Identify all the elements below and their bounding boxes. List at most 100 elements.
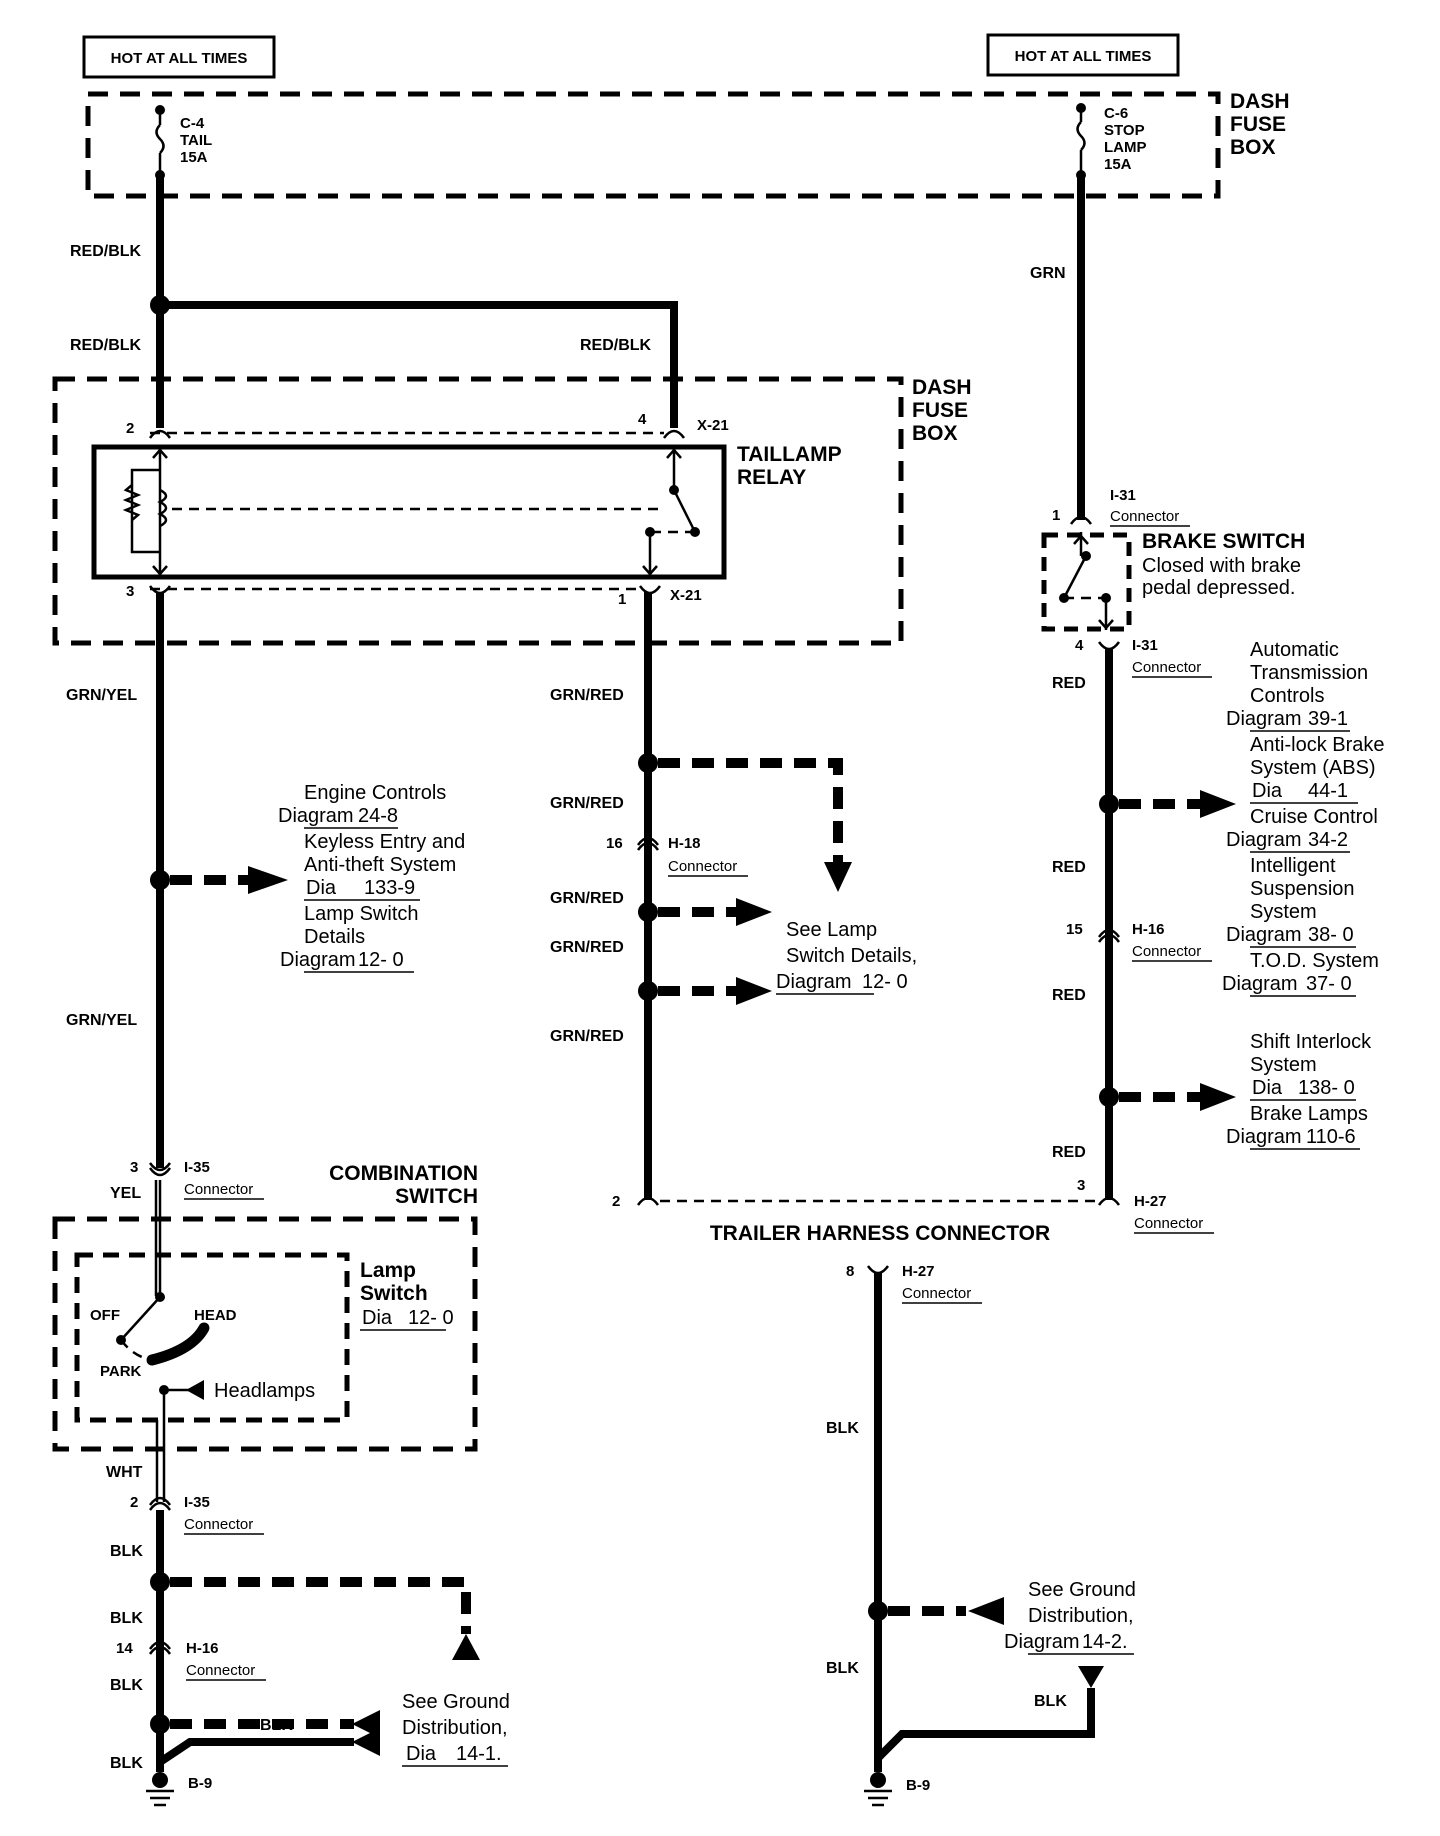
- svg-text:Diagram: Diagram: [280, 949, 356, 971]
- h16-connector-right: [1097, 928, 1121, 943]
- trailer-pin3-connector: [1097, 1196, 1121, 1206]
- svg-text:H-18: H-18: [668, 835, 701, 852]
- svg-text:FUSE: FUSE: [1230, 113, 1286, 136]
- splice-blk-right: [868, 1601, 888, 1621]
- h16-pin14-label: 14: [116, 1640, 133, 1657]
- svg-text:Suspension: Suspension: [1250, 878, 1355, 900]
- svg-text:H-16: H-16: [1132, 921, 1165, 938]
- lamp-switch-park-label: PARK: [100, 1363, 142, 1380]
- wire-label-grn-yel-2: GRN/YEL: [66, 1012, 137, 1029]
- svg-text:133-9: 133-9: [364, 877, 415, 899]
- svg-text:Dia: Dia: [406, 1743, 437, 1765]
- trailer-pin2-connector: [636, 1196, 660, 1206]
- ground-b9-right: B-9: [864, 1772, 930, 1807]
- i35-pin3-connector: [148, 1162, 172, 1177]
- wire-label-grn-red-3: GRN/RED: [550, 890, 624, 907]
- svg-text:Diagram: Diagram: [1226, 1126, 1302, 1148]
- x21-bottom-label: X-21: [670, 587, 702, 604]
- pin-2-connector: [148, 429, 172, 439]
- arrow-ground-left-down: [170, 1577, 471, 1634]
- x21-top-label: X-21: [697, 417, 729, 434]
- dash-fuse-box-relay-label: DASH FUSE BOX: [912, 376, 972, 445]
- svg-text:Connector: Connector: [1134, 1215, 1203, 1232]
- svg-text:12- 0: 12- 0: [408, 1307, 454, 1329]
- fuse-c4: C-4 TAIL 15A: [155, 105, 212, 180]
- ground-right-arrow-head: [1078, 1666, 1104, 1688]
- wire-label-red-4: RED: [1052, 1144, 1086, 1161]
- h27-connector-label-b: H-27 Connector: [902, 1263, 982, 1304]
- svg-text:Diagram: Diagram: [1226, 924, 1302, 946]
- lamp-switch-label: Lamp Switch Dia 12- 0: [360, 1259, 454, 1331]
- svg-text:Lamp Switch: Lamp Switch: [304, 903, 419, 925]
- svg-text:Closed with brake: Closed with brake: [1142, 555, 1301, 577]
- wire-red-blk-left: [150, 175, 678, 428]
- svg-text:12- 0: 12- 0: [862, 971, 908, 993]
- svg-text:Connector: Connector: [1132, 659, 1201, 676]
- svg-text:14-1.: 14-1.: [456, 1743, 502, 1765]
- arrow-grn-red-2-head: [736, 898, 772, 926]
- svg-text:C-4: C-4: [180, 115, 205, 132]
- svg-text:Keyless Entry and: Keyless Entry and: [304, 831, 465, 853]
- svg-text:Diagram: Diagram: [1226, 829, 1302, 851]
- wire-label-grn-red-4: GRN/RED: [550, 939, 624, 956]
- svg-text:H-16: H-16: [186, 1640, 219, 1657]
- svg-text:24-8: 24-8: [358, 805, 398, 827]
- wire-label-blk-8: BLK: [260, 1717, 293, 1734]
- svg-text:I-31: I-31: [1110, 487, 1136, 504]
- h18-pin-label: 16: [606, 835, 623, 852]
- pin-2-label: 2: [126, 420, 134, 437]
- svg-text:I-35: I-35: [184, 1494, 210, 1511]
- i35-pin2-label: 2: [130, 1494, 138, 1511]
- wire-blk-ground-right: [874, 1688, 1095, 1772]
- h16-connector-left: [148, 1640, 172, 1655]
- svg-text:Engine Controls: Engine Controls: [304, 782, 446, 804]
- arrow-grn-red-3-head: [736, 977, 772, 1005]
- svg-text:I-35: I-35: [184, 1159, 210, 1176]
- svg-text:See Ground: See Ground: [402, 1691, 510, 1713]
- svg-text:Dia: Dia: [306, 877, 337, 899]
- svg-text:COMBINATION: COMBINATION: [329, 1162, 478, 1185]
- svg-text:Connector: Connector: [1110, 508, 1179, 525]
- svg-text:STOP: STOP: [1104, 122, 1145, 139]
- svg-text:Connector: Connector: [668, 858, 737, 875]
- hot-at-all-times-left-label: HOT AT ALL TIMES: [111, 50, 248, 67]
- svg-text:Connector: Connector: [186, 1662, 255, 1679]
- h27-pin8-label: 8: [846, 1263, 854, 1280]
- dash-fuse-box-relay: [52, 376, 904, 646]
- svg-text:B-9: B-9: [188, 1775, 212, 1792]
- splice-grn-yel: [150, 870, 170, 890]
- right-references-b: Shift Interlock System Dia 138- 0 Brake …: [1226, 1031, 1372, 1150]
- svg-text:BOX: BOX: [912, 422, 958, 445]
- svg-text:See Lamp: See Lamp: [786, 919, 877, 941]
- svg-text:14-2.: 14-2.: [1082, 1631, 1128, 1653]
- svg-text:Anti-lock Brake: Anti-lock Brake: [1250, 734, 1385, 756]
- svg-text:Switch: Switch: [360, 1282, 428, 1305]
- i35-connector-label-b: I-35 Connector: [184, 1494, 264, 1535]
- i31-connector-label-a: I-31 Connector: [1110, 487, 1190, 527]
- h27-pin8-connector: [866, 1265, 890, 1275]
- svg-text:44-1: 44-1: [1308, 780, 1348, 802]
- arrow-red-2-head: [1200, 1083, 1236, 1111]
- relay-coil: [122, 448, 168, 576]
- brake-switch-internals: [1059, 532, 1114, 630]
- splice-blk-left-1: [150, 1572, 170, 1592]
- wire-label-red-blk-2: RED/BLK: [70, 337, 142, 354]
- hot-at-all-times-left-box: HOT AT ALL TIMES: [82, 35, 276, 79]
- svg-text:15A: 15A: [1104, 156, 1132, 173]
- wire-label-blk-6: BLK: [110, 1677, 143, 1694]
- svg-text:Controls: Controls: [1250, 685, 1324, 707]
- svg-text:37- 0: 37- 0: [1306, 973, 1352, 995]
- svg-text:H-27: H-27: [902, 1263, 935, 1280]
- trailer-pin3-label: 3: [1077, 1177, 1085, 1194]
- svg-text:Automatic: Automatic: [1250, 639, 1339, 661]
- lamp-switch-internals: OFF HEAD PARK Headlamps: [90, 1180, 315, 1420]
- i35-connector-label-a: I-35 Connector: [184, 1159, 264, 1200]
- arrow-ground-left-in2-head: [352, 1728, 380, 1756]
- svg-text:Connector: Connector: [1132, 943, 1201, 960]
- splice-grn-red-2: [638, 902, 658, 922]
- svg-text:34-2: 34-2: [1308, 829, 1348, 851]
- wire-label-grn-red-2: GRN/RED: [550, 795, 624, 812]
- splice-red-1: [1099, 794, 1119, 814]
- arrow-red-1-head: [1200, 790, 1236, 818]
- svg-text:TAIL: TAIL: [180, 132, 212, 149]
